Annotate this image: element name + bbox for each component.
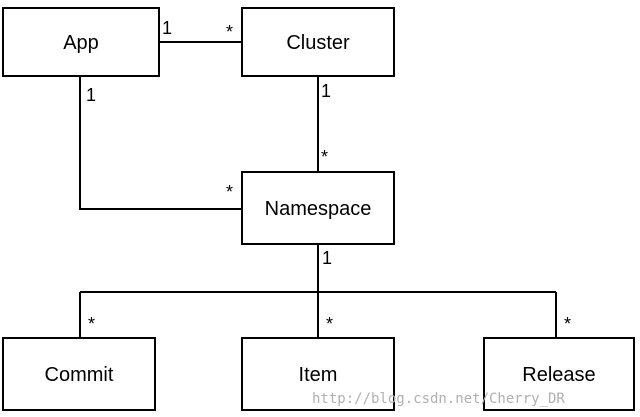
connector-app-namespace xyxy=(79,76,242,210)
node-item-label: Item xyxy=(299,364,338,386)
node-app-label: App xyxy=(63,32,99,54)
mult-commit: * xyxy=(88,314,95,334)
node-release-label: Release xyxy=(522,364,595,386)
watermark-url: http://blog.csdn.net/Cherry_DR xyxy=(312,391,565,407)
node-release: Release xyxy=(483,337,635,411)
mult-app-cluster-app: 1 xyxy=(162,18,172,38)
node-namespace-label: Namespace xyxy=(265,198,372,220)
mult-cluster-namespace-cluster: 1 xyxy=(321,81,331,101)
mult-cluster-namespace-namespace: * xyxy=(321,147,328,167)
mult-app-namespace-namespace: * xyxy=(226,182,233,202)
mult-namespace-children: 1 xyxy=(322,248,332,268)
node-commit-label: Commit xyxy=(45,364,114,386)
mult-release: * xyxy=(564,314,571,334)
mult-item: * xyxy=(326,314,333,334)
node-app: App xyxy=(2,7,160,77)
node-item: Item xyxy=(241,337,395,411)
node-cluster: Cluster xyxy=(241,7,395,77)
node-commit: Commit xyxy=(2,337,156,411)
mult-app-namespace-app: 1 xyxy=(86,85,96,105)
mult-app-cluster-cluster: * xyxy=(226,22,233,42)
node-cluster-label: Cluster xyxy=(286,32,350,54)
node-namespace: Namespace xyxy=(241,171,395,245)
